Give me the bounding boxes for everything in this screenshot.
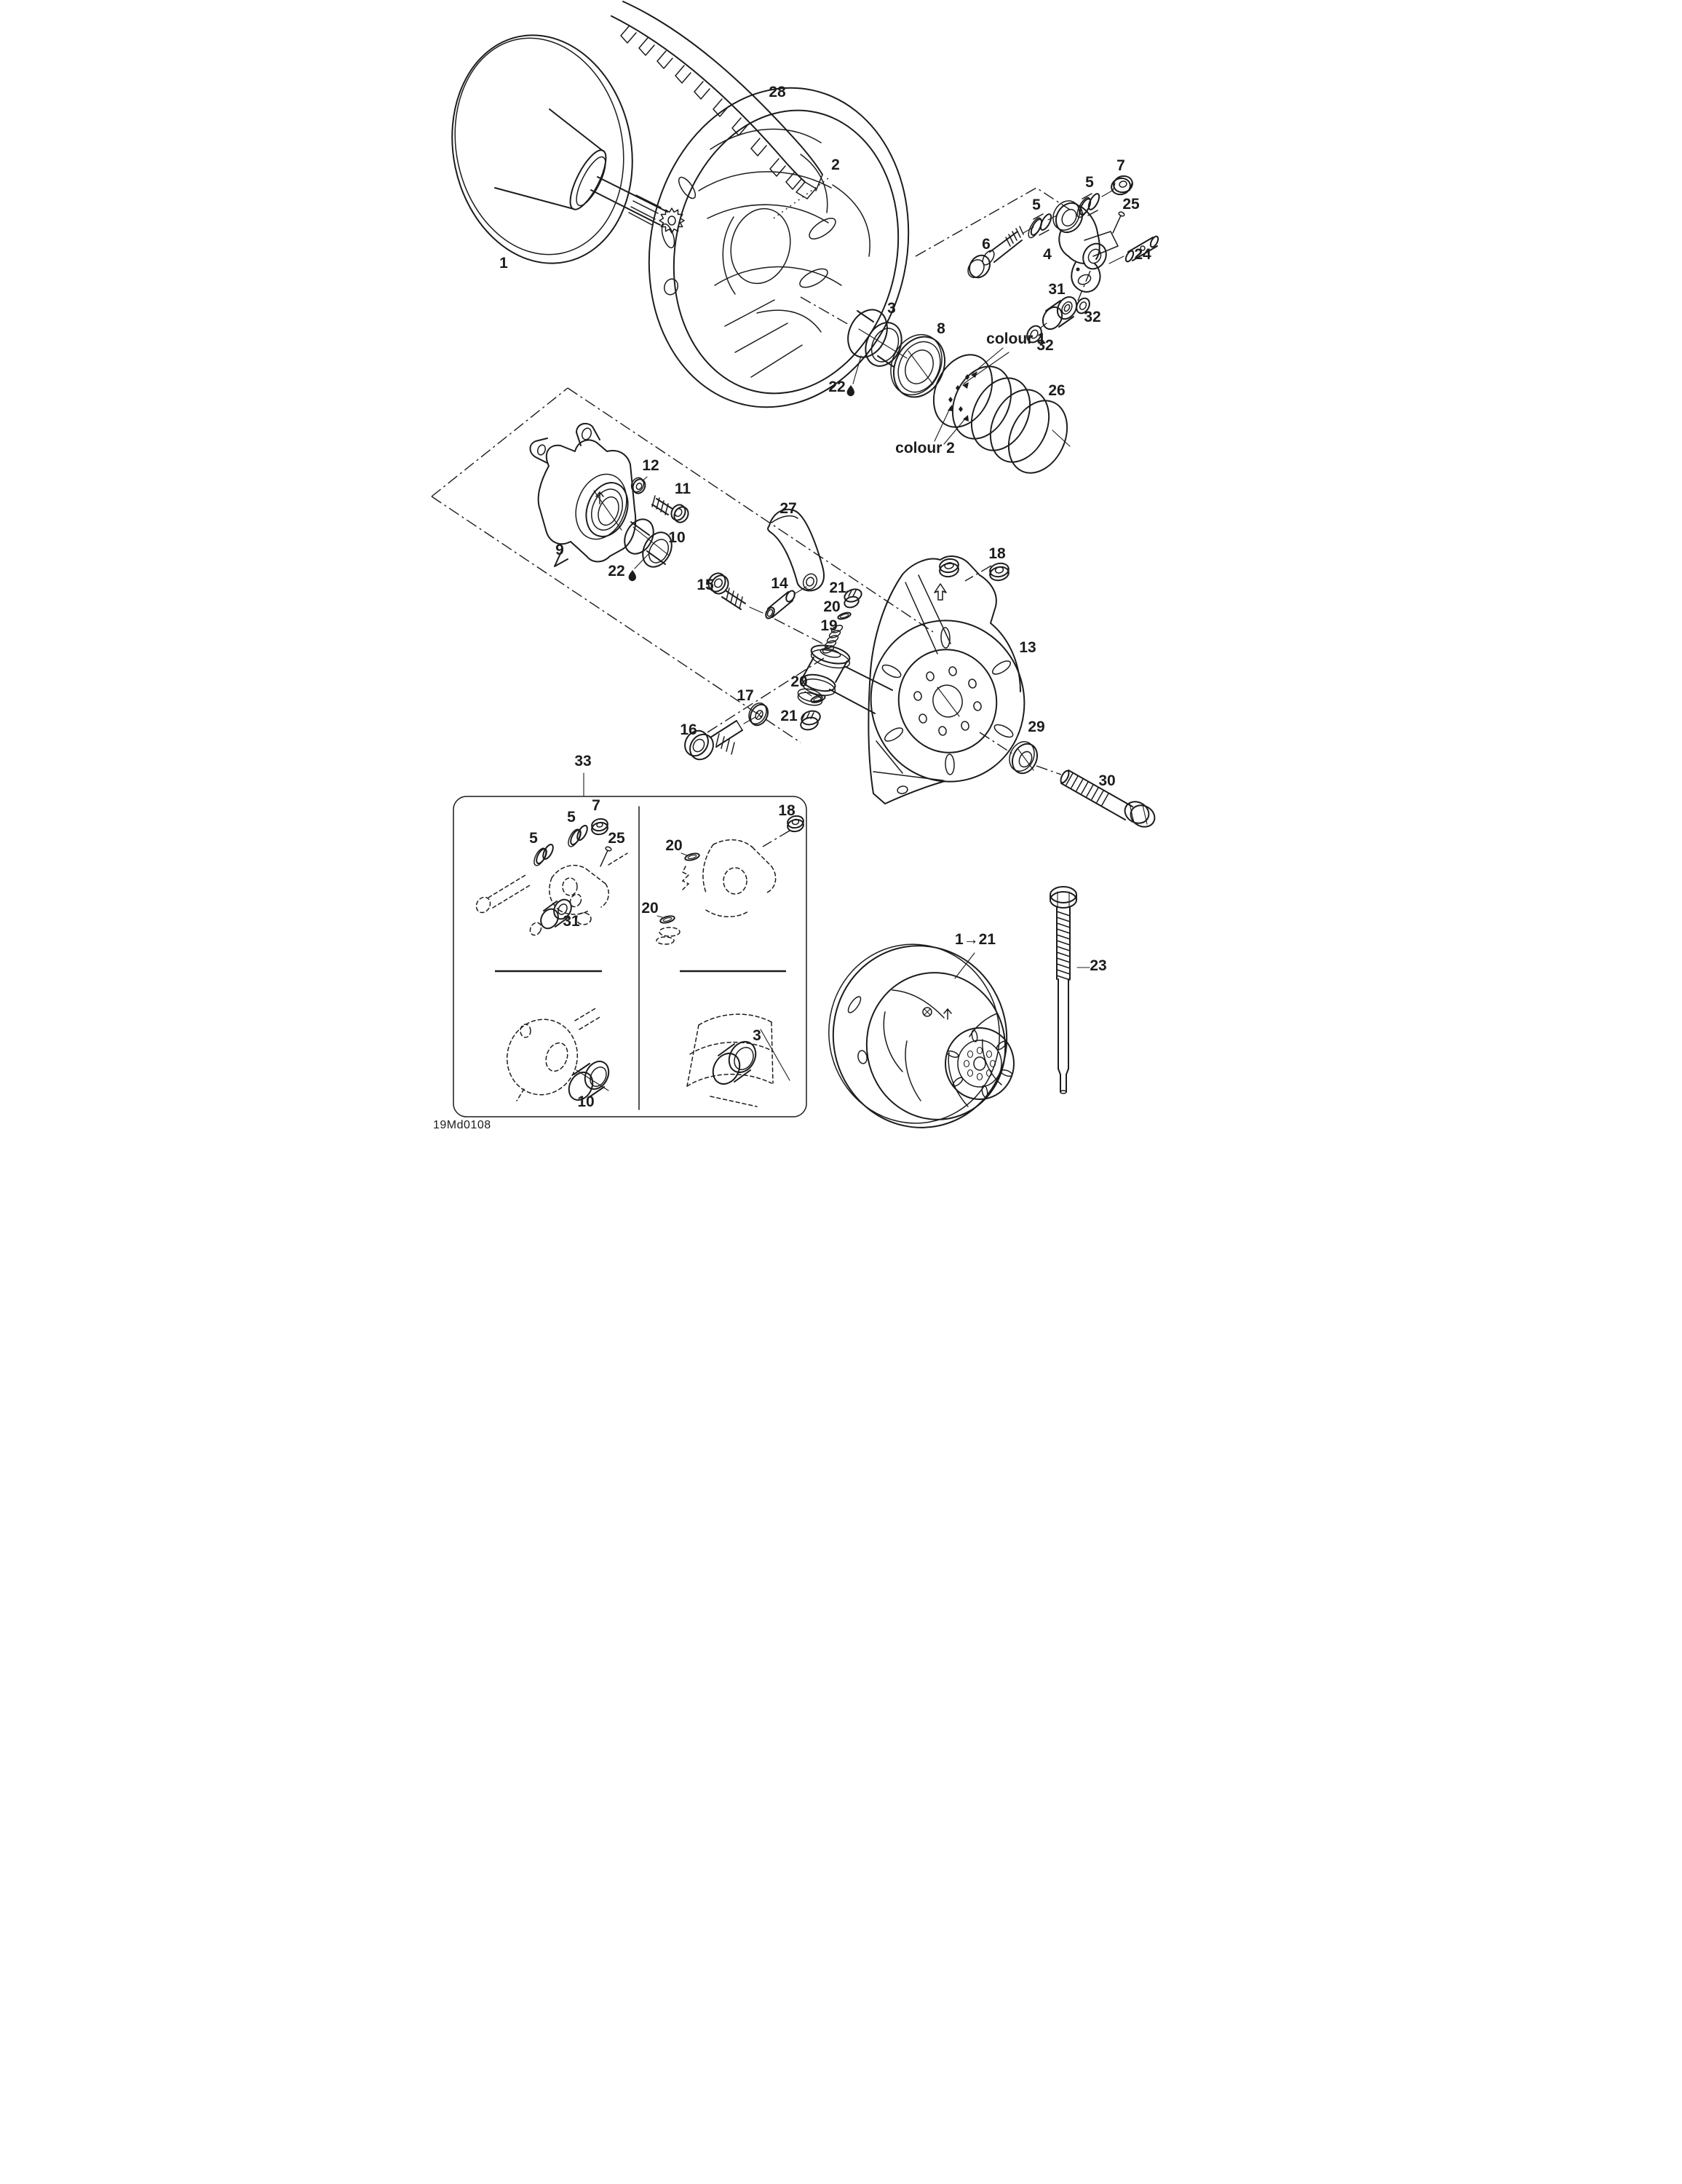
callout-12: 12 — [642, 457, 659, 474]
washer-12 — [630, 476, 648, 494]
callout-21: 21 — [829, 579, 846, 596]
callout-colour-2: colour 2 — [895, 440, 955, 456]
callout-11: 11 — [674, 480, 691, 497]
callout-8: 8 — [937, 320, 945, 337]
washer-29 — [1008, 741, 1038, 775]
cap-21 — [843, 588, 862, 609]
bolt-23 — [1049, 886, 1090, 1094]
bracket-13 — [797, 555, 1025, 804]
callout-colour-1: colour 1 — [986, 331, 1046, 347]
bolt-15 — [707, 572, 763, 614]
colour-2-arrows — [933, 405, 969, 445]
callout-inset-31: 31 — [563, 913, 580, 930]
callout-2: 2 — [831, 157, 840, 173]
callout-4: 4 — [1043, 246, 1052, 263]
callout-inset-5-left: 5 — [529, 830, 538, 847]
callout-32-right: 32 — [1084, 309, 1100, 325]
callout-9: 9 — [555, 542, 564, 558]
governor-hub-9 — [529, 422, 636, 567]
callout-5-left: 5 — [1032, 197, 1041, 213]
colour-1-arrows — [961, 347, 1009, 389]
callout-assembled-range: 1→21 — [954, 931, 995, 948]
callout-inset-10: 10 — [577, 1093, 594, 1110]
callout-33: 33 — [574, 753, 591, 769]
spring-26 — [932, 347, 1071, 474]
callout-25: 25 — [1122, 196, 1140, 213]
callout-22-upper: 22 — [828, 379, 845, 395]
lubricant-drop-22-lower — [628, 553, 650, 582]
callout-inset-7: 7 — [592, 797, 600, 814]
callout-6: 6 — [982, 236, 991, 253]
callout-30: 30 — [1098, 772, 1115, 789]
callout-29: 29 — [1028, 719, 1044, 735]
callout-22-lower: 22 — [608, 563, 624, 579]
callout-inset-5-right: 5 — [567, 809, 576, 826]
lever-assembly-4 — [967, 175, 1159, 293]
nut-18 — [988, 562, 1009, 582]
callout-5-upper: 5 — [1085, 174, 1094, 191]
callout-10: 10 — [668, 529, 685, 546]
callout-15: 15 — [697, 577, 714, 593]
bolt-16 — [683, 716, 756, 761]
callout-19: 19 — [820, 617, 837, 634]
screw-11 — [651, 495, 689, 523]
callout-inset-18: 18 — [778, 802, 796, 819]
callout-14: 14 — [771, 575, 788, 592]
callout-18: 18 — [988, 545, 1006, 562]
callout-inset-25: 25 — [608, 830, 625, 847]
bushing-3 — [846, 309, 908, 368]
bushing-10 — [623, 518, 673, 568]
inset-lever-detail — [475, 818, 628, 936]
callout-32-lower: 32 — [1036, 337, 1053, 354]
callout-23: 23 — [1090, 957, 1106, 974]
callout-27: 27 — [779, 500, 796, 517]
callout-20-lower: 20 — [790, 673, 807, 690]
o-ring-20 — [836, 612, 852, 620]
callout-1: 1 — [499, 255, 508, 272]
callout-13: 13 — [1019, 639, 1036, 656]
pulley-drum-2 — [648, 87, 909, 408]
sliding-sheave-1 — [451, 34, 685, 264]
inset-box-33 — [452, 772, 807, 1117]
callout-17: 17 — [737, 687, 753, 704]
colour-marks — [948, 374, 969, 412]
lever-27 — [766, 508, 825, 592]
cup-washer-8 — [889, 333, 945, 398]
o-ring-20-lower — [804, 691, 826, 703]
drawing-code: 19Md0108 — [433, 1119, 491, 1131]
pin-14 — [764, 586, 807, 620]
callout-20: 20 — [823, 598, 840, 615]
callout-inset-20-lower: 20 — [641, 900, 658, 917]
assembled-pulley — [828, 943, 1015, 1128]
cap-21-lower — [799, 710, 821, 731]
inset-hub-detail — [506, 1007, 609, 1101]
callout-28: 28 — [769, 84, 786, 100]
callout-inset-3: 3 — [753, 1027, 761, 1044]
callout-21-lower: 21 — [780, 708, 798, 724]
drive-belt-28 — [610, 1, 823, 199]
lubricant-drop-22-upper — [846, 355, 862, 397]
callout-7: 7 — [1116, 157, 1125, 174]
callout-26: 26 — [1048, 382, 1065, 399]
inset-drum-detail — [686, 1013, 790, 1107]
callout-3: 3 — [887, 300, 896, 317]
callout-16: 16 — [680, 721, 697, 738]
roller-31-washers-32 — [1026, 296, 1090, 344]
callout-24: 24 — [1134, 246, 1151, 263]
callout-31: 31 — [1048, 281, 1066, 298]
washer-17 — [747, 703, 769, 727]
bolt-30 — [1059, 769, 1155, 828]
inset-bracket-detail — [655, 815, 804, 945]
callout-inset-20-upper: 20 — [665, 837, 682, 854]
